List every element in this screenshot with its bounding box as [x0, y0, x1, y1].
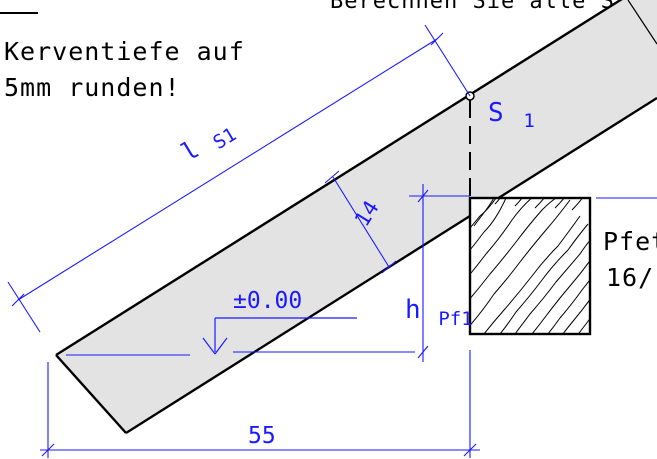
dimension-height-pf1 [409, 184, 657, 362]
rafter-beam [56, 0, 657, 433]
dimension-bottom [40, 350, 480, 458]
dimension-height-label: h Pf1 [405, 295, 473, 330]
dimension-bottom-label: 55 [248, 423, 276, 449]
header-text: Berechnen Sie alle S [330, 0, 615, 14]
level-label: ±0.00 [233, 288, 302, 314]
base-reference-line [66, 351, 415, 356]
purlin-label-line-1: Pfet [603, 227, 657, 256]
dimension-ls1 [7, 24, 471, 333]
s1-label: S 1 [488, 98, 535, 132]
level-marker [202, 317, 357, 355]
note-line-1: Kerventiefe auf [4, 37, 245, 66]
note-line-2: 5mm runden! [4, 73, 181, 102]
rafter-end-cut [55, 354, 127, 434]
dimension-ls1-label: l S1 [176, 114, 240, 171]
rafter-top-right-cut [627, 0, 657, 45]
dimension-thickness [324, 170, 397, 274]
purlin-cross-section [468, 196, 592, 336]
rafter-top-edge [55, 0, 623, 357]
purlin-label-line-2: 16/ [606, 263, 654, 292]
